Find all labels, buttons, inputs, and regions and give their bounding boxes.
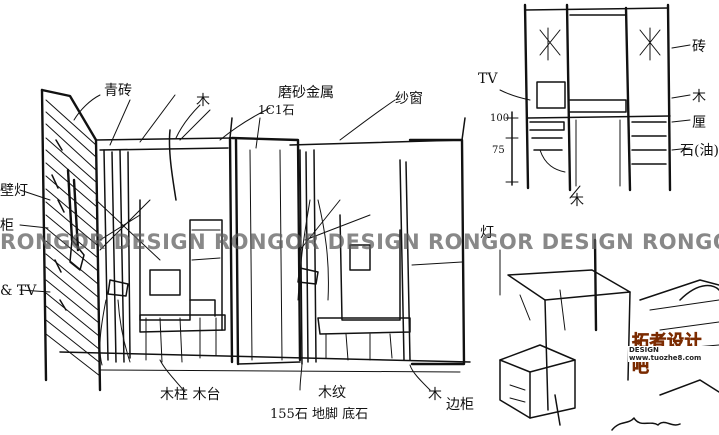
label-zhuan: 砖: [692, 39, 706, 55]
watermark-text: RONGOR DESIGN RONGOR DESIGN RONGOR DESIG…: [0, 230, 719, 254]
curtain-left: [95, 149, 161, 366]
label-tv-left: & TV: [0, 283, 37, 299]
vanity-middle: [317, 159, 411, 361]
label-shachuang: 纱窗: [395, 91, 423, 107]
label-shiyou: 石(油): [680, 143, 719, 159]
label-bideng: 壁灯: [0, 183, 28, 199]
vanity-left: [139, 199, 226, 363]
label-mu-bottom-right: 木: [570, 193, 584, 209]
logo-sub-text: DESIGN www.tuozhe8.com: [628, 346, 719, 362]
label-lc: 1C1石: [258, 103, 295, 117]
label-dim-75: 75: [492, 145, 505, 156]
signature-scribble: [611, 417, 681, 431]
tall-column: [228, 136, 302, 366]
site-logo: 拓者设计吧 DESIGN www.tuozhe8.com: [628, 327, 719, 377]
label-mu-top: 木: [196, 93, 210, 109]
dimension-marks: [499, 44, 691, 199]
label-gui: 柜: [0, 218, 14, 234]
panel-right: [408, 138, 466, 366]
ceiling-lines: [95, 94, 233, 201]
label-mu-right: 木: [692, 89, 706, 105]
label-tv-right: TV: [478, 71, 498, 87]
label-qinzhuan: 青砖: [104, 83, 132, 99]
leader-lines: [19, 94, 431, 393]
label-liguan: 厘: [692, 115, 706, 131]
floor-lines: [59, 351, 471, 373]
elevation-top-right: [523, 3, 672, 192]
furniture-bottom-right: [499, 238, 719, 426]
label-bottom: 155石 地脚 底石: [270, 407, 369, 422]
label-biangui: 边柜: [446, 397, 474, 413]
brick-wall-left: [40, 88, 102, 392]
label-dim-100: 100: [490, 113, 510, 124]
label-mu-bottom: 木: [428, 387, 442, 403]
label-mulu-left: 木柱 木台: [160, 387, 221, 403]
label-mulu-mid: 木纹: [318, 385, 346, 401]
label-dengzhu: 灯: [480, 225, 494, 241]
label-mosha: 磨砂金属: [278, 85, 334, 101]
